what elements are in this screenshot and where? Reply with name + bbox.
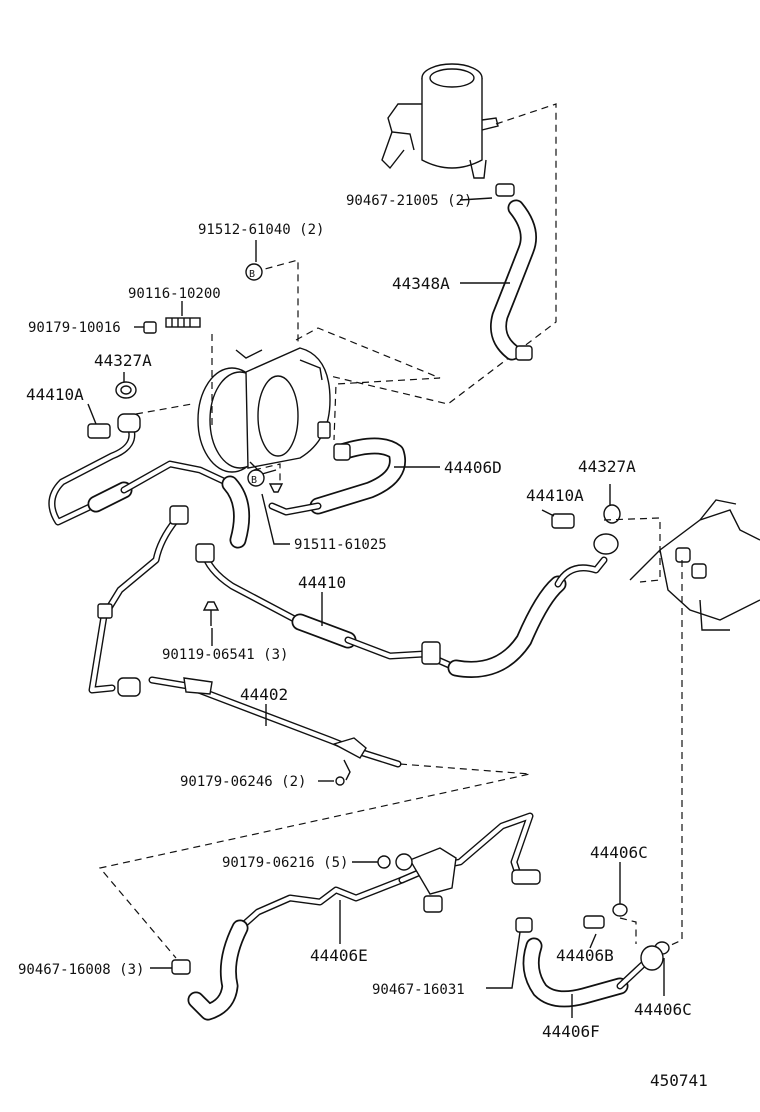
bolt-91511-61025: B <box>247 469 265 487</box>
guide-reservoir <box>329 103 557 405</box>
bolt-91512-61040: B <box>245 263 263 281</box>
label-90467-16031: 90467-16031 <box>372 982 465 998</box>
label-44410: 44410 <box>298 573 346 592</box>
label-44406C-bottom: 44406C <box>634 1000 692 1019</box>
label-44327A-left: 44327A <box>94 351 152 370</box>
clamp-small <box>268 483 284 493</box>
washer-44406C-top <box>612 903 628 917</box>
bolt-44406B <box>583 915 605 929</box>
label-90116-10200: 90116-10200 <box>128 286 221 302</box>
union-44406 <box>640 945 664 971</box>
hose-44348A <box>490 183 537 361</box>
label-90179-06216: 90179-06216 (5) <box>222 855 348 871</box>
return-pipe-left <box>48 413 251 549</box>
nut-90179-06216 <box>377 855 391 869</box>
label-44406C-top: 44406C <box>590 843 648 862</box>
svg-text:B: B <box>249 269 255 280</box>
label-90467-16008: 90467-16008 (3) <box>18 962 144 978</box>
label-44327A-right: 44327A <box>578 457 636 476</box>
guide-lower-triangle <box>98 763 531 959</box>
diagram-id: 450741 <box>650 1071 708 1090</box>
guide-bracket-top <box>253 259 299 342</box>
leader-lines <box>87 197 665 1018</box>
pipe-44406E <box>187 812 541 1021</box>
label-44406E: 44406E <box>310 946 368 965</box>
label-91512-61040: 91512-61040 (2) <box>198 222 324 238</box>
pipe-44410 <box>88 505 608 697</box>
nut-90179-10016 <box>143 321 157 334</box>
pipe-end-right <box>593 533 619 555</box>
reservoir-tank <box>381 63 499 179</box>
label-91511-61025: 91511-61025 <box>294 537 387 553</box>
guide-bolt-b <box>253 463 281 484</box>
guide-gear-right <box>603 517 661 583</box>
label-44402: 44402 <box>240 685 288 704</box>
guide-pump-right <box>295 327 441 441</box>
union-44410A-left <box>87 423 111 439</box>
guide-gear-lower <box>659 560 683 951</box>
power-steering-pump <box>197 347 331 475</box>
washer-44327A-right <box>603 504 621 524</box>
washer-44327A-left <box>115 381 137 399</box>
label-90119-06541: 90119-06541 (3) <box>162 647 288 663</box>
pipe-44406D <box>268 437 406 516</box>
label-44406F: 44406F <box>542 1022 600 1041</box>
label-90179-10016: 90179-10016 <box>28 320 121 336</box>
clip-90179-06246 <box>335 759 351 786</box>
label-44406B: 44406B <box>556 946 614 965</box>
clamp-90467-16008 <box>171 959 191 975</box>
steering-gear-housing <box>629 499 760 631</box>
label-90179-06246: 90179-06246 (2) <box>180 774 306 790</box>
guide-44406C <box>619 917 637 944</box>
union-44410A-right <box>551 513 575 529</box>
clamp-90467-16031 <box>515 917 533 933</box>
label-90467-21005: 90467-21005 (2) <box>346 193 472 209</box>
label-44410A-left: 44410A <box>26 385 84 404</box>
label-44348A: 44348A <box>392 274 450 293</box>
svg-text:B: B <box>251 475 257 486</box>
label-44410A-right: 44410A <box>526 486 584 505</box>
screw-90119-06541 <box>202 601 220 626</box>
stud-90116-10200 <box>165 317 201 328</box>
label-44406D: 44406D <box>444 458 502 477</box>
guide-left-fitting <box>135 403 193 415</box>
pipe-44402 <box>148 676 402 768</box>
